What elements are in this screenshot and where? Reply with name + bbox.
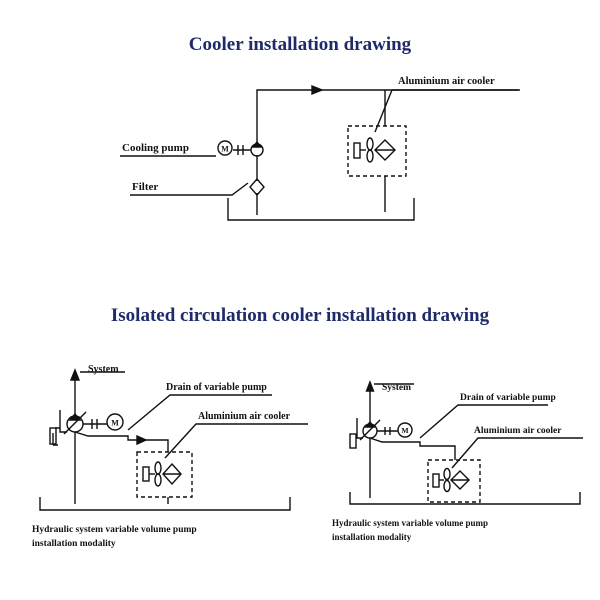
compensator-left: [52, 410, 67, 446]
variable-arrow-left: [63, 411, 87, 435]
caption-line2-right: installation modality: [332, 532, 412, 542]
cooler-label-left: Aluminium air cooler: [198, 411, 291, 422]
cooler-exchanger-top: [374, 139, 396, 161]
drain-label-left: Drain of variable pump: [166, 382, 267, 393]
pump-arrow-right: [364, 420, 376, 428]
system-arrow-right: [365, 380, 375, 392]
fan-blade-left-1: [154, 461, 162, 475]
caption-line2-left: installation modality: [32, 539, 116, 549]
cooler-box-right: [427, 459, 481, 503]
filter-symbol: [249, 177, 265, 197]
diagram-right: M System Drain of variable pump Aluminiu…: [332, 380, 583, 542]
cooler-leader-left: [164, 423, 308, 459]
fan-blade-top-1: [366, 137, 374, 151]
supply-line: [256, 89, 518, 145]
fan-blade-right-1: [443, 467, 451, 481]
caption-line1-right: Hydraulic system variable volume pump: [332, 518, 488, 528]
motor-letter-top: M: [221, 145, 229, 154]
diagram-top: M Cooling pump Filter Aluminium air cool…: [120, 76, 520, 221]
tank-right: [349, 492, 581, 505]
drain-line-right: [369, 437, 456, 460]
drain-leader-right: [419, 404, 548, 439]
drain-arrow-left: [136, 434, 148, 446]
cooler-box-top: [347, 125, 407, 177]
pump-arrow: [251, 140, 263, 148]
fan-blade-top-2: [366, 149, 374, 163]
diagram-left: M System Drain of variable pump Aluminiu…: [32, 364, 308, 549]
cooler-motor-right: [432, 473, 440, 488]
motor-symbol-right: [397, 422, 413, 438]
drain-line-left: [74, 431, 169, 452]
tank-left: [39, 497, 291, 511]
filter-leader: [130, 182, 249, 196]
cooler-leader-top: [374, 89, 520, 133]
compensator-box-right: [349, 433, 357, 449]
system-label-left: System: [88, 364, 119, 375]
compensator-right: [356, 418, 363, 439]
drain-leader-left: [127, 394, 272, 431]
flow-arrow: [311, 84, 324, 96]
caption-line1-left: Hydraulic system variable volume pump: [32, 525, 197, 535]
fan-blade-left-2: [154, 473, 162, 487]
system-label-right: System: [382, 383, 411, 393]
pump-arrow-left: [68, 412, 82, 421]
cooler-motor-top: [353, 142, 361, 159]
tank-top: [227, 198, 415, 221]
cooling-pump-label: Cooling pump: [122, 142, 189, 154]
coupling-right: [377, 427, 398, 435]
cooler-box-left: [136, 451, 193, 498]
motor-letter-left: M: [111, 419, 119, 428]
system-arrow-left: [69, 368, 81, 381]
cooler-label-top: Aluminium air cooler: [398, 76, 495, 87]
motor-letter-right: M: [401, 426, 408, 435]
drain-label-right: Drain of variable pump: [460, 393, 556, 403]
cooler-label-right: Aluminium air cooler: [474, 426, 562, 436]
title-isolated-circulation: Isolated circulation cooler installation…: [110, 305, 490, 326]
variable-arrow-right: [359, 419, 381, 441]
compensator-box-left: [49, 427, 57, 445]
cooler-leader-right: [451, 437, 583, 469]
motor-symbol-left: [106, 413, 124, 431]
cooler-exchanger-left: [162, 462, 182, 486]
fan-blade-right-2: [443, 479, 451, 493]
pump-coupling: [233, 145, 251, 155]
cooler-motor-left: [142, 466, 150, 482]
motor-symbol-top: [217, 140, 233, 156]
cooler-exchanger-right: [450, 470, 470, 490]
filter-label: Filter: [132, 181, 158, 193]
title-cooler-installation: Cooler installation drawing: [188, 34, 412, 55]
coupling-left: [83, 419, 107, 429]
